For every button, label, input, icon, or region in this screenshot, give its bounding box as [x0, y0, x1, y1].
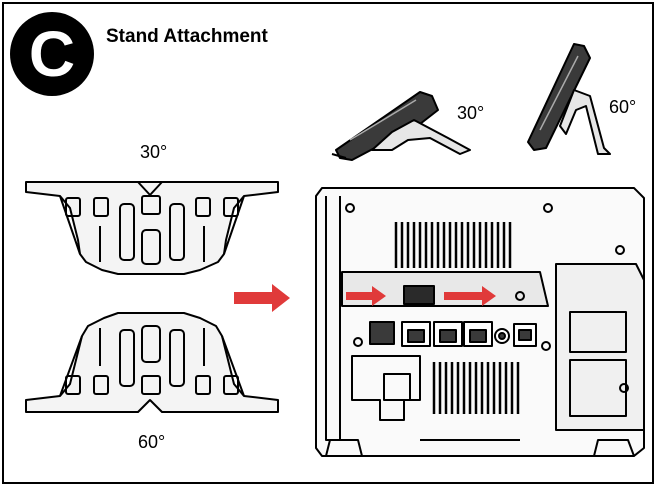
arrow-right-icon [234, 284, 290, 312]
section-badge: C [10, 12, 94, 96]
page-title: Stand Attachment [106, 26, 268, 47]
phone-60-icon [527, 43, 611, 155]
phone-30-label: 30° [457, 103, 485, 123]
stand-60-label: 60° [138, 432, 166, 452]
stand-60-icon [25, 312, 279, 413]
phone-30-icon [331, 91, 471, 161]
stand-30-label: 30° [140, 142, 168, 162]
phone-60-label: 60° [609, 97, 637, 117]
phone-back-icon [315, 187, 645, 457]
stand-30-icon [25, 181, 279, 275]
